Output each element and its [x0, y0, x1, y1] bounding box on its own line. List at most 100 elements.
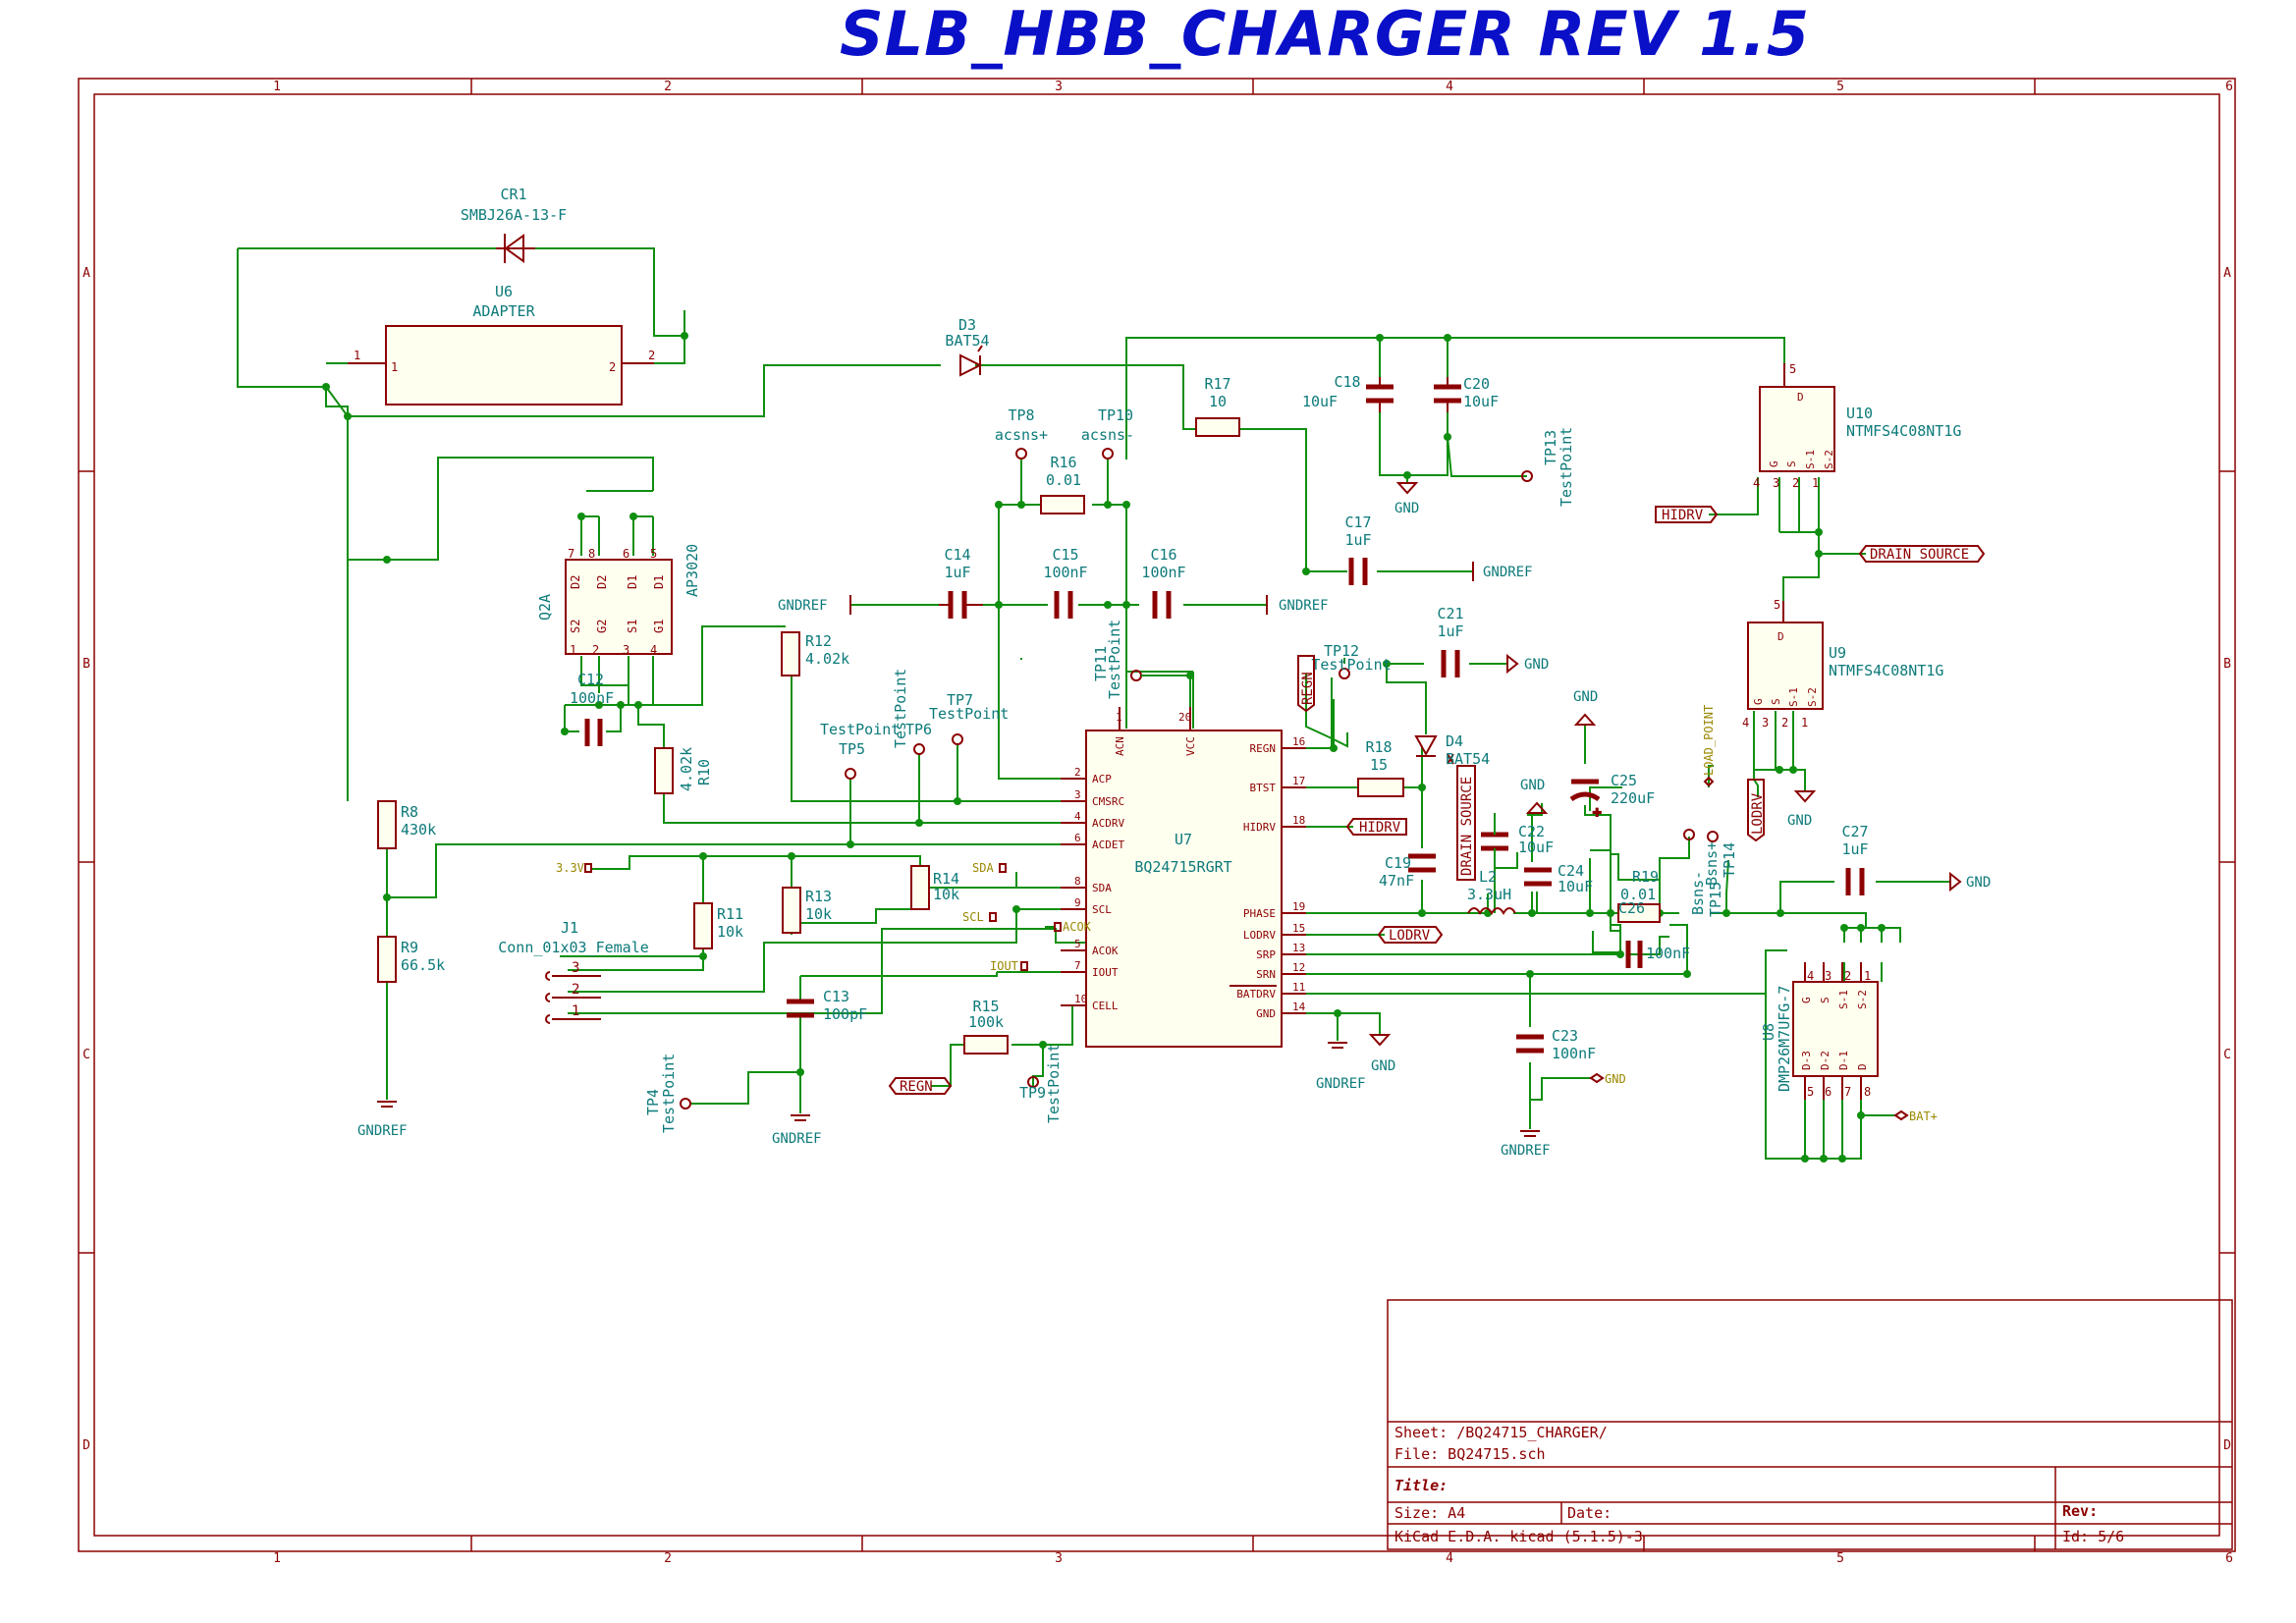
svg-text:G1: G1: [652, 620, 666, 633]
c17-ref: C17: [1344, 514, 1371, 531]
svg-text:1: 1: [1812, 476, 1819, 490]
label-iout: IOUT: [990, 959, 1028, 973]
svg-text:4: 4: [1753, 476, 1760, 490]
d3-diode: D3 BAT54: [945, 316, 990, 377]
q2a-mosfet-array: 7 8 6 5 D2 D2 D1 D1 S2 G2 S1 G1 1 2 3 4 …: [536, 544, 701, 657]
junction-dot: [954, 797, 961, 805]
label-lodrv-vertical: LODRV: [1747, 779, 1766, 842]
junction-dot: [1616, 950, 1624, 958]
junction-dot: [1122, 501, 1130, 509]
row-label-left: D: [82, 1438, 90, 1453]
svg-text:SCL: SCL: [962, 910, 984, 924]
junction-dot: [699, 852, 707, 860]
svg-text:4: 4: [1742, 716, 1749, 730]
c26-capacitor: C26 100nF: [1618, 899, 1690, 968]
tp15-ref: TP15: [1707, 882, 1724, 917]
svg-text:GND: GND: [1787, 813, 1812, 829]
tp5-value: TestPoint: [820, 721, 900, 738]
tp13-ref: TP13: [1542, 430, 1559, 465]
svg-text:1: 1: [391, 360, 398, 374]
junction-dot: [561, 728, 569, 735]
c27-value: 1uF: [1841, 840, 1868, 858]
q2a-ref: Q2A: [536, 594, 554, 621]
r13-value: 10k: [805, 905, 832, 923]
svg-text:11: 11: [1292, 981, 1305, 994]
c23-value: 100nF: [1552, 1045, 1596, 1062]
svg-text:8: 8: [1864, 1085, 1871, 1099]
cr1-value: SMBJ26A-13-F: [461, 206, 567, 224]
c24-ref: C24: [1558, 862, 1584, 880]
svg-text:G2: G2: [595, 620, 609, 633]
tp4-value: TestPoint: [660, 1054, 678, 1133]
tp7-testpoint: TP7 TestPoint: [929, 691, 1009, 745]
junction-dot: [634, 701, 642, 709]
c15-capacitor: C15 100nF: [1043, 546, 1088, 619]
r16-resistor: R16 0.01: [1040, 454, 1085, 514]
sheet-title-banner: SLB_HBB_CHARGER REV 1.5: [0, 0, 2296, 79]
j1-value: Conn_01x03_Female: [498, 939, 649, 956]
svg-text:GND: GND: [1966, 875, 1991, 891]
c20-capacitor: C20 10uF: [1434, 375, 1499, 412]
svg-text:1: 1: [1116, 711, 1122, 724]
svg-text:7: 7: [568, 547, 574, 561]
junction-dot: [1815, 550, 1823, 558]
svg-text:+: +: [1593, 805, 1601, 821]
svg-text:GNDREF: GNDREF: [772, 1131, 822, 1147]
junction-dot: [1683, 970, 1691, 978]
tp9-value: TestPoint: [1045, 1044, 1063, 1123]
svg-text:REGN: REGN: [1300, 672, 1316, 705]
u7-value: BQ24715RGRT: [1134, 858, 1231, 876]
c27-ref: C27: [1841, 823, 1868, 840]
svg-text:ACOK: ACOK: [1063, 920, 1092, 934]
col-label-bottom: 5: [1836, 1551, 1844, 1566]
cr1-tvs-diode: CR1 SMBJ26A-13-F: [461, 186, 567, 263]
label-acok: ACOK: [1054, 920, 1092, 934]
junction-dot: [1376, 334, 1384, 342]
junction-dot: [1302, 568, 1310, 575]
c13-ref: C13: [823, 988, 849, 1005]
r18-ref: R18: [1365, 738, 1392, 756]
u7-charger-ic: 1 20 ACN VCC U7 BQ24715RGRT 2ACP3CMSRC4A…: [1061, 707, 1306, 1048]
u6-ref: U6: [495, 283, 513, 300]
gnd-symbol: GND: [1520, 778, 1549, 814]
svg-text:3: 3: [623, 643, 629, 657]
svg-text:HIDRV: HIDRV: [1243, 821, 1276, 834]
svg-text:3: 3: [1825, 969, 1831, 983]
d3-ref: D3: [958, 316, 976, 334]
r14-ref: R14: [933, 870, 959, 888]
c25-ref: C25: [1611, 772, 1637, 789]
tp15-testpoint: Bsns- TP15: [1683, 829, 1724, 917]
r13-resistor: R13 10k: [782, 887, 832, 934]
c19-capacitor: C19 47nF: [1379, 853, 1436, 890]
junction-dot: [796, 1068, 804, 1076]
tp14-testpoint: Bsns+ TP14: [1703, 831, 1738, 886]
u8-ref: U8: [1760, 1023, 1777, 1041]
junction-dot: [1012, 905, 1020, 913]
junction-dot: [1039, 1041, 1047, 1049]
c16-ref: C16: [1150, 546, 1176, 564]
frame-column-labels: 1 2 3 4 5 6 1 2 3 4 5 6: [273, 80, 2233, 1566]
junction-dot: [617, 701, 625, 709]
col-label-top: 3: [1055, 80, 1063, 94]
r10-resistor: R10 4.02k: [654, 747, 713, 794]
svg-text:LODRV: LODRV: [1389, 928, 1431, 944]
svg-text:10: 10: [1074, 993, 1087, 1005]
svg-text:GND: GND: [1524, 657, 1549, 673]
junction-dot: [1444, 433, 1451, 441]
row-label-right: D: [2223, 1438, 2231, 1453]
svg-text:LOAD_POINT: LOAD_POINT: [1702, 705, 1716, 776]
svg-text:18: 18: [1292, 814, 1305, 827]
svg-text:GNDREF: GNDREF: [1316, 1076, 1366, 1092]
tp12-testpoint: TP12 TestPoint: [1311, 642, 1392, 679]
r12-value: 4.02k: [805, 650, 849, 668]
svg-text:5: 5: [1074, 938, 1081, 950]
r16-value: 0.01: [1046, 471, 1081, 489]
svg-text:12: 12: [1292, 961, 1305, 974]
c17-value: 1uF: [1344, 531, 1371, 549]
sheet-title: SLB_HBB_CHARGER REV 1.5: [840, 0, 1810, 70]
u10-value: NTMFS4C08NT1G: [1846, 422, 1961, 440]
c15-ref: C15: [1052, 546, 1078, 564]
